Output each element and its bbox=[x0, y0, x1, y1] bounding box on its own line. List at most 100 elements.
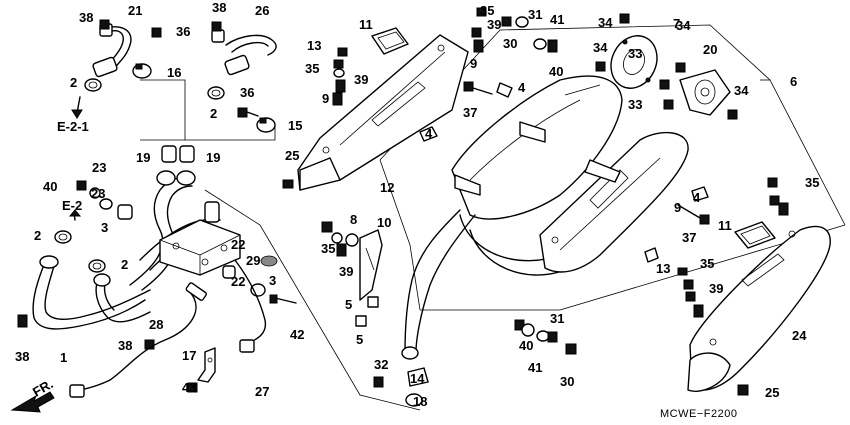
callout-8: 8 bbox=[350, 212, 357, 227]
callout-3: 3 bbox=[269, 273, 276, 288]
callout-labels: 1222233444556789991011111213131415161718… bbox=[15, 0, 819, 409]
callout-35: 35 bbox=[321, 241, 335, 256]
callout-36: 36 bbox=[240, 85, 254, 100]
callout-13: 13 bbox=[307, 38, 321, 53]
callout-28: 28 bbox=[149, 317, 163, 332]
callout-38: 38 bbox=[212, 0, 226, 15]
reference-arrowhead-upper bbox=[71, 109, 83, 119]
callout-4: 4 bbox=[693, 190, 701, 205]
callout-22: 22 bbox=[231, 237, 245, 252]
callout-2: 2 bbox=[121, 257, 128, 272]
callout-9: 9 bbox=[674, 200, 681, 215]
muffler-body bbox=[401, 75, 689, 360]
callout-34: 34 bbox=[676, 18, 691, 33]
callout-31: 31 bbox=[528, 7, 542, 22]
reference-label-upper: E-2-1 bbox=[57, 119, 89, 134]
callout-2: 2 bbox=[34, 228, 41, 243]
hose-26 bbox=[211, 29, 277, 76]
callout-24: 24 bbox=[792, 328, 807, 343]
callout-17: 17 bbox=[182, 348, 196, 363]
callout-5: 5 bbox=[345, 297, 352, 312]
callout-23: 23 bbox=[91, 186, 105, 201]
front-direction-arrow bbox=[10, 391, 55, 413]
flange-7 bbox=[610, 35, 658, 89]
callout-2: 2 bbox=[70, 75, 77, 90]
callout-11: 11 bbox=[359, 17, 373, 32]
pad-11-right bbox=[734, 221, 776, 249]
callout-34: 34 bbox=[593, 40, 608, 55]
callout-39: 39 bbox=[339, 264, 353, 279]
callout-40: 40 bbox=[43, 179, 57, 194]
callout-38: 38 bbox=[15, 349, 29, 364]
sleeves-19 bbox=[161, 145, 195, 163]
callout-22: 22 bbox=[231, 274, 245, 289]
callout-11: 11 bbox=[718, 218, 732, 233]
callout-42: 42 bbox=[290, 327, 304, 342]
gasket-rings bbox=[54, 78, 225, 273]
callout-30: 30 bbox=[503, 36, 517, 51]
callout-36: 36 bbox=[176, 24, 190, 39]
callout-39: 39 bbox=[709, 281, 723, 296]
callout-38: 38 bbox=[79, 10, 93, 25]
hose-21 bbox=[92, 23, 132, 78]
callout-40: 40 bbox=[549, 64, 563, 79]
callout-25: 25 bbox=[285, 148, 299, 163]
callout-30: 30 bbox=[560, 374, 574, 389]
callout-35: 35 bbox=[480, 3, 494, 18]
callout-32: 32 bbox=[374, 357, 388, 372]
callout-3: 3 bbox=[101, 220, 108, 235]
callout-35: 35 bbox=[305, 61, 319, 76]
callout-39: 39 bbox=[354, 72, 368, 87]
flange-20 bbox=[679, 69, 731, 116]
callout-21: 21 bbox=[128, 3, 142, 18]
callout-29: 29 bbox=[246, 253, 260, 268]
small-fasteners-mid bbox=[282, 7, 789, 407]
callout-41: 41 bbox=[528, 360, 542, 375]
callout-2: 2 bbox=[210, 106, 217, 121]
sensor-wire-28 bbox=[69, 259, 267, 398]
callout-35: 35 bbox=[805, 175, 819, 190]
callout-27: 27 bbox=[255, 384, 269, 399]
callout-40: 40 bbox=[519, 338, 533, 353]
callout-31: 31 bbox=[550, 311, 564, 326]
callout-9: 9 bbox=[322, 91, 329, 106]
heat-shield-24 bbox=[687, 225, 831, 392]
callout-20: 20 bbox=[703, 42, 717, 57]
callout-14: 14 bbox=[410, 371, 425, 386]
callout-6: 6 bbox=[790, 74, 797, 89]
callout-9: 9 bbox=[470, 56, 477, 71]
callout-13: 13 bbox=[656, 261, 670, 276]
clamps bbox=[132, 63, 276, 133]
callout-19: 19 bbox=[206, 150, 220, 165]
callout-37: 37 bbox=[682, 230, 696, 245]
callout-34: 34 bbox=[734, 83, 749, 98]
callout-7: 7 bbox=[673, 16, 680, 31]
small-fasteners-left bbox=[17, 19, 297, 393]
callout-16: 16 bbox=[167, 65, 181, 80]
callout-25: 25 bbox=[765, 385, 779, 400]
callout-39: 39 bbox=[487, 17, 501, 32]
callout-5: 5 bbox=[356, 332, 363, 347]
callout-15: 15 bbox=[288, 118, 302, 133]
callout-41: 41 bbox=[550, 12, 564, 27]
bracket-17 bbox=[197, 347, 216, 383]
callout-4: 4 bbox=[425, 126, 433, 141]
callout-10: 10 bbox=[377, 215, 391, 230]
heat-shield-12 bbox=[297, 34, 469, 191]
callout-33: 33 bbox=[628, 46, 642, 61]
callout-26: 26 bbox=[255, 3, 269, 18]
callout-43: 43 bbox=[182, 380, 196, 395]
bracket-10 bbox=[359, 229, 383, 301]
callout-37: 37 bbox=[463, 105, 477, 120]
reference-arrowhead-lower bbox=[68, 209, 82, 217]
callout-18: 18 bbox=[413, 394, 427, 409]
callout-1: 1 bbox=[60, 350, 67, 365]
reference-label-lower: E-2 bbox=[62, 198, 82, 213]
callout-19: 19 bbox=[136, 150, 150, 165]
callout-23: 23 bbox=[92, 160, 106, 175]
callout-34: 34 bbox=[598, 15, 613, 30]
callout-4: 4 bbox=[518, 80, 526, 95]
pad-11-top bbox=[371, 27, 409, 55]
callout-38: 38 bbox=[118, 338, 132, 353]
